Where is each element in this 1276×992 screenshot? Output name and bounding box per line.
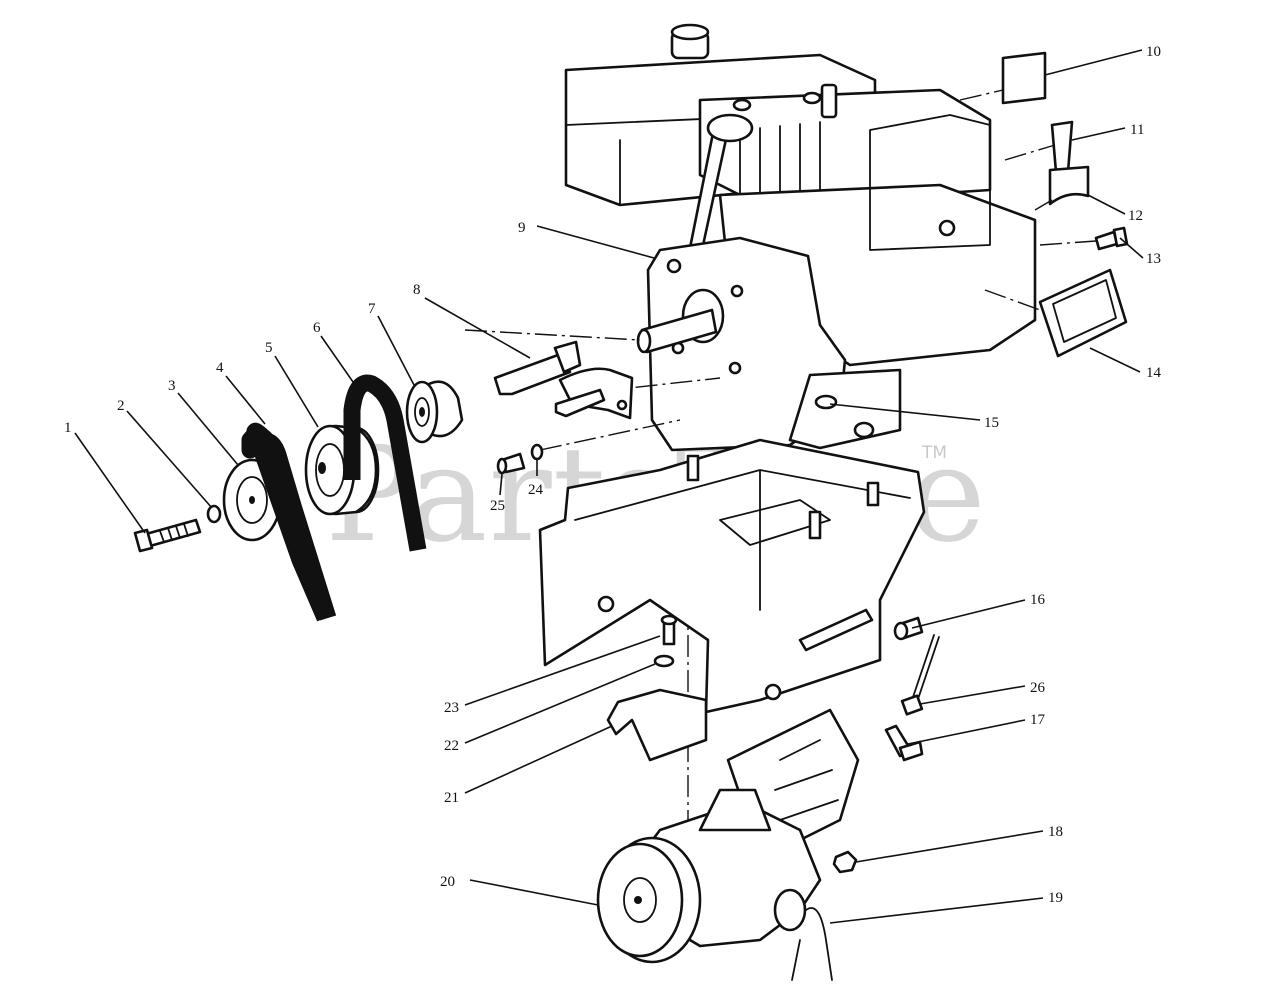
pulley-20	[596, 836, 702, 964]
bolt-25	[496, 452, 526, 475]
washer-22	[653, 654, 675, 668]
callout-13: 13	[1146, 251, 1161, 267]
callout-20: 20	[440, 874, 455, 890]
plate-14	[1038, 268, 1128, 358]
pulley-7	[405, 380, 464, 444]
spring-rod	[911, 634, 935, 701]
callout-24: 24	[528, 482, 544, 498]
bolt-1	[133, 518, 202, 553]
callout-8: 8	[413, 282, 421, 298]
washer-24	[530, 443, 544, 461]
callout-23: 23	[444, 700, 459, 716]
washer-2	[206, 504, 222, 524]
callout-10: 10	[1146, 44, 1161, 60]
bracket-21	[606, 688, 708, 762]
bolt-16	[893, 616, 924, 641]
callout-3: 3	[168, 378, 176, 394]
callout-22: 22	[444, 738, 459, 754]
callout-21: 21	[444, 790, 459, 806]
callout-5: 5	[265, 340, 273, 356]
callout-15: 15	[984, 415, 999, 431]
callout-26: 26	[1030, 680, 1046, 696]
handle-17	[884, 724, 924, 762]
nut-18	[832, 850, 858, 874]
callout-6: 6	[313, 320, 321, 336]
callout-7: 7	[368, 301, 376, 317]
pulley-5	[304, 424, 380, 516]
callout-14: 14	[1146, 365, 1162, 381]
callout-19: 19	[1048, 890, 1063, 906]
callout-1: 1	[64, 420, 72, 436]
callout-9: 9	[518, 220, 526, 236]
nut-26	[900, 694, 924, 716]
decal-10	[1001, 51, 1047, 105]
engine	[564, 23, 1037, 452]
bracket-8	[493, 340, 634, 420]
callout-12: 12	[1128, 208, 1143, 224]
decal-12	[1048, 165, 1090, 206]
callout-2: 2	[117, 398, 125, 414]
callout-11: 11	[1130, 122, 1144, 138]
callout-25: 25	[490, 498, 505, 514]
callout-18: 18	[1048, 824, 1063, 840]
callout-4: 4	[216, 360, 224, 376]
screw-13	[1094, 226, 1129, 251]
decal-11	[1050, 120, 1074, 174]
frame	[538, 438, 926, 714]
belt-6	[343, 374, 427, 552]
watermark-trademark: TM	[921, 443, 947, 463]
cable-19	[805, 907, 833, 981]
callout-17: 17	[1030, 712, 1046, 728]
callout-16: 16	[1030, 592, 1046, 608]
bolt-23	[660, 614, 678, 646]
